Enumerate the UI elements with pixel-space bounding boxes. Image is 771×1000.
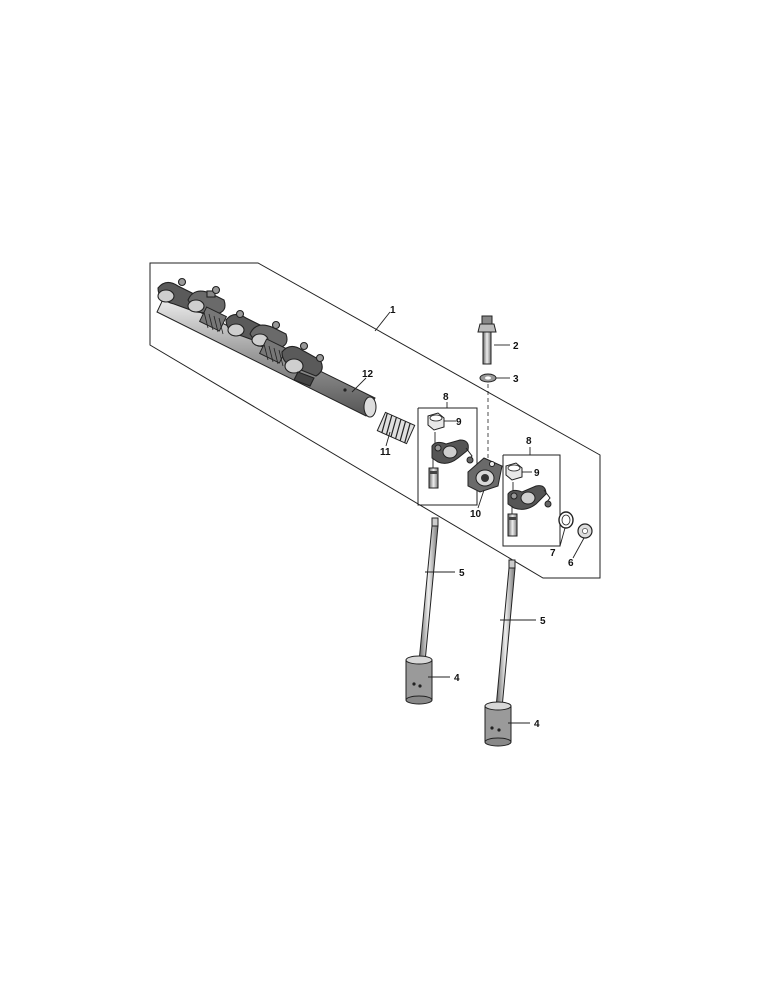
washer-item-6: [577, 523, 593, 539]
washer-item-3: [479, 373, 497, 383]
rocker-support-item-10: [467, 457, 503, 493]
callout-4-left: 4: [454, 673, 460, 684]
callout-11: 11: [380, 447, 391, 458]
callout-3: 3: [513, 374, 519, 385]
leader-lines: [351, 311, 585, 724]
callout-8-left: 8: [443, 392, 449, 403]
tappet-right: [484, 701, 512, 747]
callout-4-right: 4: [534, 719, 540, 730]
rocker-arm-right: [507, 482, 552, 537]
callout-5-right: 5: [540, 616, 546, 627]
nut-item-9-left: [427, 412, 456, 431]
callout-8-right: 8: [526, 436, 532, 447]
bolt-item-2: [477, 315, 497, 365]
callout-1: 1: [390, 305, 396, 316]
callout-5-left: 5: [459, 568, 465, 579]
rocker-shaft-assembly: [156, 277, 377, 418]
spring-item-11: [376, 411, 416, 445]
callout-6: 6: [568, 558, 574, 569]
rocker-arm-left: [428, 432, 474, 489]
callout-9-right: 9: [534, 468, 540, 479]
nut-item-9-right: [505, 462, 532, 481]
assembly-outline: [149, 262, 601, 579]
callout-7: 7: [550, 548, 556, 559]
tappet-left: [405, 655, 433, 705]
washer-item-7: [558, 511, 574, 529]
shaft-spring-1: [198, 306, 228, 335]
push-rod-left: [418, 517, 439, 663]
callout-2: 2: [513, 341, 519, 352]
rocker-arm-kit-box-left: [417, 402, 478, 506]
push-rod-right: [495, 559, 516, 709]
callout-10: 10: [470, 509, 482, 520]
callout-12: 12: [362, 369, 374, 380]
callout-9-left: 9: [456, 417, 462, 428]
